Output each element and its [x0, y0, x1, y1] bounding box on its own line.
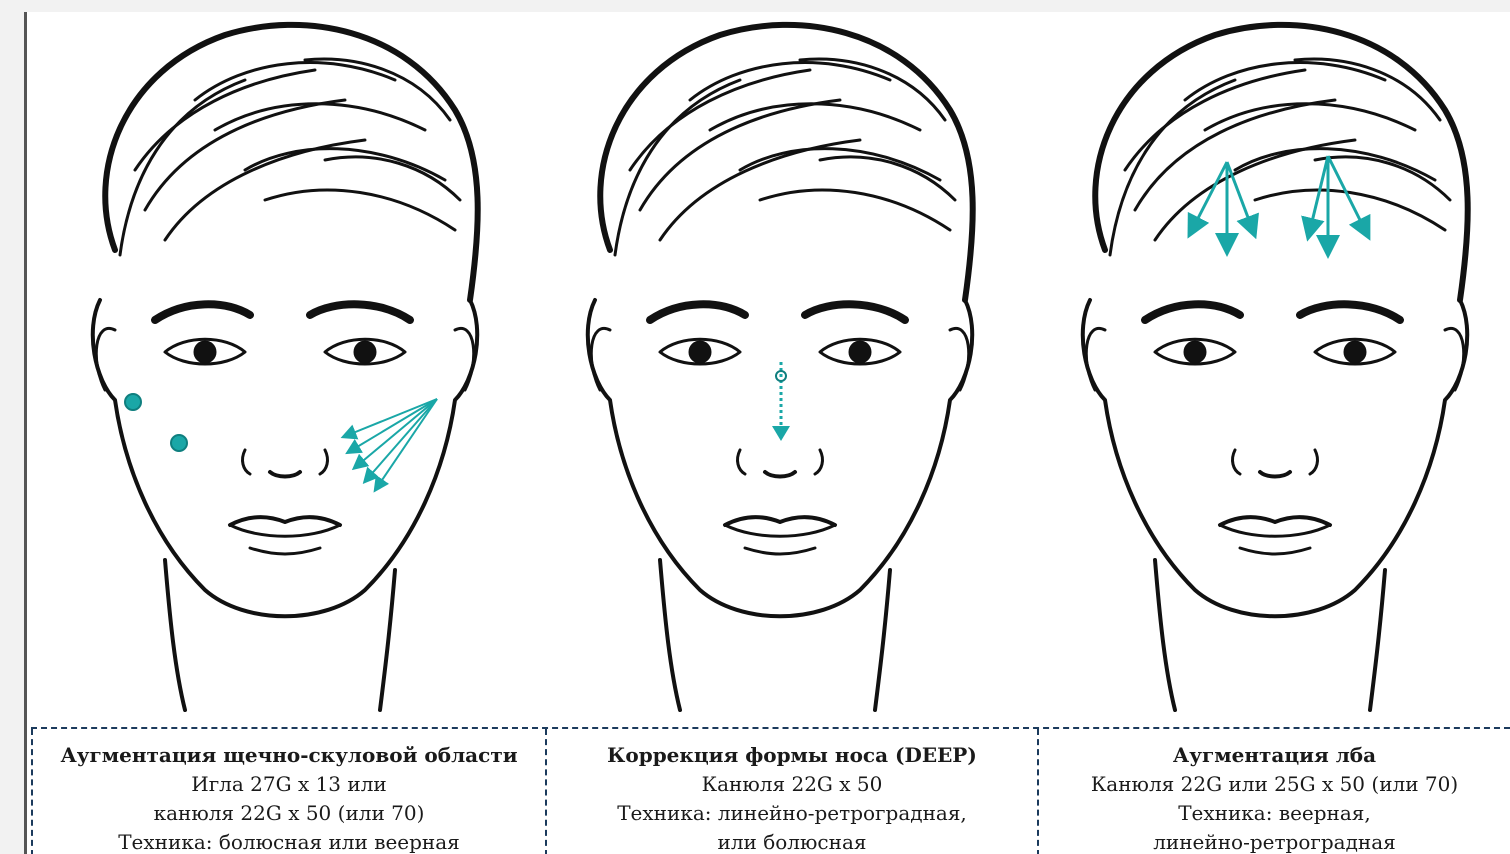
caption-row: Аугментация щечно-скуловой области Игла …	[31, 727, 1510, 854]
caption-forehead-line-1: Канюля 22G или 25G x 50 (или 70)	[1039, 770, 1510, 799]
caption-forehead: Аугментация лба Канюля 22G или 25G x 50 …	[1039, 729, 1510, 854]
face-1-fan-arrows	[348, 399, 437, 486]
caption-nose-title: Коррекция формы носа (DEEP)	[547, 741, 1037, 770]
caption-nose: Коррекция формы носа (DEEP) Канюля 22G x…	[547, 729, 1039, 854]
caption-cheek: Аугментация щечно-скуловой области Игла …	[31, 729, 547, 854]
face-2	[588, 25, 973, 710]
face-1	[93, 25, 478, 710]
face-2-nose-marks	[772, 362, 790, 441]
caption-nose-line-2: Техника: линейно-ретроградная,	[547, 799, 1037, 828]
caption-cheek-title: Аугментация щечно-скуловой области	[33, 741, 545, 770]
caption-cheek-line-3: Техника: болюсная или веерная	[33, 828, 545, 854]
caption-forehead-title: Аугментация лба	[1039, 741, 1510, 770]
caption-forehead-line-3: линейно-ретроградная	[1039, 828, 1510, 854]
caption-cheek-line-1: Игла 27G x 13 или	[33, 770, 545, 799]
face-3	[1083, 25, 1468, 710]
caption-cheek-line-2: канюля 22G x 50 (или 70)	[33, 799, 545, 828]
face-3-fan-arrows	[1193, 156, 1365, 247]
face-1-injection-marks	[125, 394, 187, 451]
caption-nose-line-1: Канюля 22G x 50	[547, 770, 1037, 799]
caption-forehead-line-2: Техника: веерная,	[1039, 799, 1510, 828]
caption-nose-line-3: или болюсная	[547, 828, 1037, 854]
